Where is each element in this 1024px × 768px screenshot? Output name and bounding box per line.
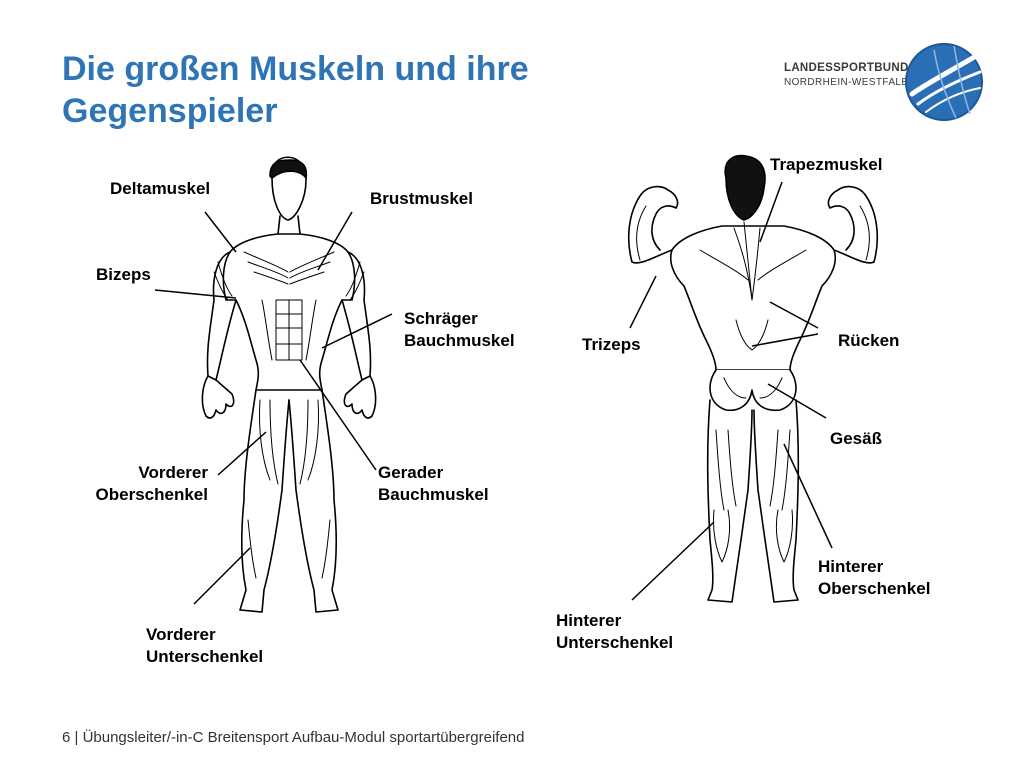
label-vorderer-ober-line-1: Vorderer (138, 463, 208, 482)
pointer-lines (154, 181, 833, 605)
slide-footer: 6 | Übungsleiter/-in-C Breitensport Aufb… (62, 729, 525, 746)
landessportbund-logo: LANDESSPORTBUND NORDRHEIN-WESTFALEN (784, 42, 984, 122)
slide-title-line-1: Die großen Muskeln und ihre (62, 50, 529, 88)
slide-title-line-2: Gegenspieler (62, 92, 278, 130)
label-vorderer-unter-line-2: Unterschenkel (146, 647, 264, 666)
pointer-gesaess (767, 383, 827, 419)
label-trapezmuskel: Trapezmuskel (770, 155, 883, 174)
logo-line-1: LANDESSPORTBUND (784, 62, 909, 74)
label-hinterer-ober-line-1: Hinterer (818, 557, 884, 576)
label-ruecken: Rücken (838, 331, 900, 350)
pointer-ruecken-2 (751, 333, 819, 347)
label-vorderer-unterschenkel: Vorderer Unterschenkel (146, 624, 263, 668)
label-hinterer-unter-line-2: Unterschenkel (556, 633, 674, 652)
label-hinterer-unter-line-1: Hinterer (556, 611, 622, 630)
label-schraeger-line-2: Bauchmuskel (404, 331, 515, 350)
pointer-schraeger-bauchmuskel (321, 313, 393, 349)
globe-logo-icon (905, 43, 983, 121)
logo-line-2: NORDRHEIN-WESTFALEN (784, 77, 917, 88)
pointer-gerader-bauchmuskel (299, 359, 377, 471)
label-vorderer-unter-line-1: Vorderer (146, 625, 216, 644)
label-hinterer-oberschenkel: Hinterer Oberschenkel (818, 556, 930, 600)
label-hinterer-ober-line-2: Oberschenkel (818, 579, 931, 598)
pointer-bizeps (154, 289, 237, 299)
slide-title: Die großen Muskeln und ihre Gegenspieler (62, 48, 529, 132)
pointer-trizeps (629, 275, 657, 329)
pointer-vorderer-unterschenkel (193, 547, 251, 605)
label-vorderer-ober-line-2: Oberschenkel (95, 485, 208, 504)
label-deltamuskel: Deltamuskel (110, 179, 211, 198)
pointer-hinterer-unterschenkel (631, 521, 715, 601)
pointer-deltamuskel (204, 211, 237, 253)
label-gerader-line-2: Bauchmuskel (378, 485, 489, 504)
pointer-vorderer-oberschenkel (217, 431, 267, 476)
pointer-trapezmuskel (759, 181, 783, 243)
label-schraeger-bauchmuskel: Schräger Bauchmuskel (404, 308, 515, 352)
label-gerader-bauchmuskel: Gerader Bauchmuskel (378, 462, 489, 506)
label-gerader-line-1: Gerader (378, 463, 444, 482)
back-figure (627, 154, 879, 603)
label-schraeger-line-1: Schräger (404, 309, 478, 328)
pointer-hinterer-oberschenkel (783, 443, 833, 549)
front-figure (201, 156, 377, 613)
label-brustmuskel: Brustmuskel (370, 189, 473, 208)
label-bizeps: Bizeps (96, 265, 151, 284)
pointer-brustmuskel (317, 211, 353, 271)
pointer-ruecken-1 (769, 301, 819, 329)
label-vorderer-oberschenkel: Vorderer Oberschenkel (58, 462, 208, 506)
label-gesaess: Gesäß (830, 429, 882, 448)
label-trizeps: Trizeps (582, 335, 641, 354)
logo-wordmark: LANDESSPORTBUND NORDRHEIN-WESTFALEN (784, 62, 916, 88)
label-hinterer-unterschenkel: Hinterer Unterschenkel (556, 610, 673, 654)
